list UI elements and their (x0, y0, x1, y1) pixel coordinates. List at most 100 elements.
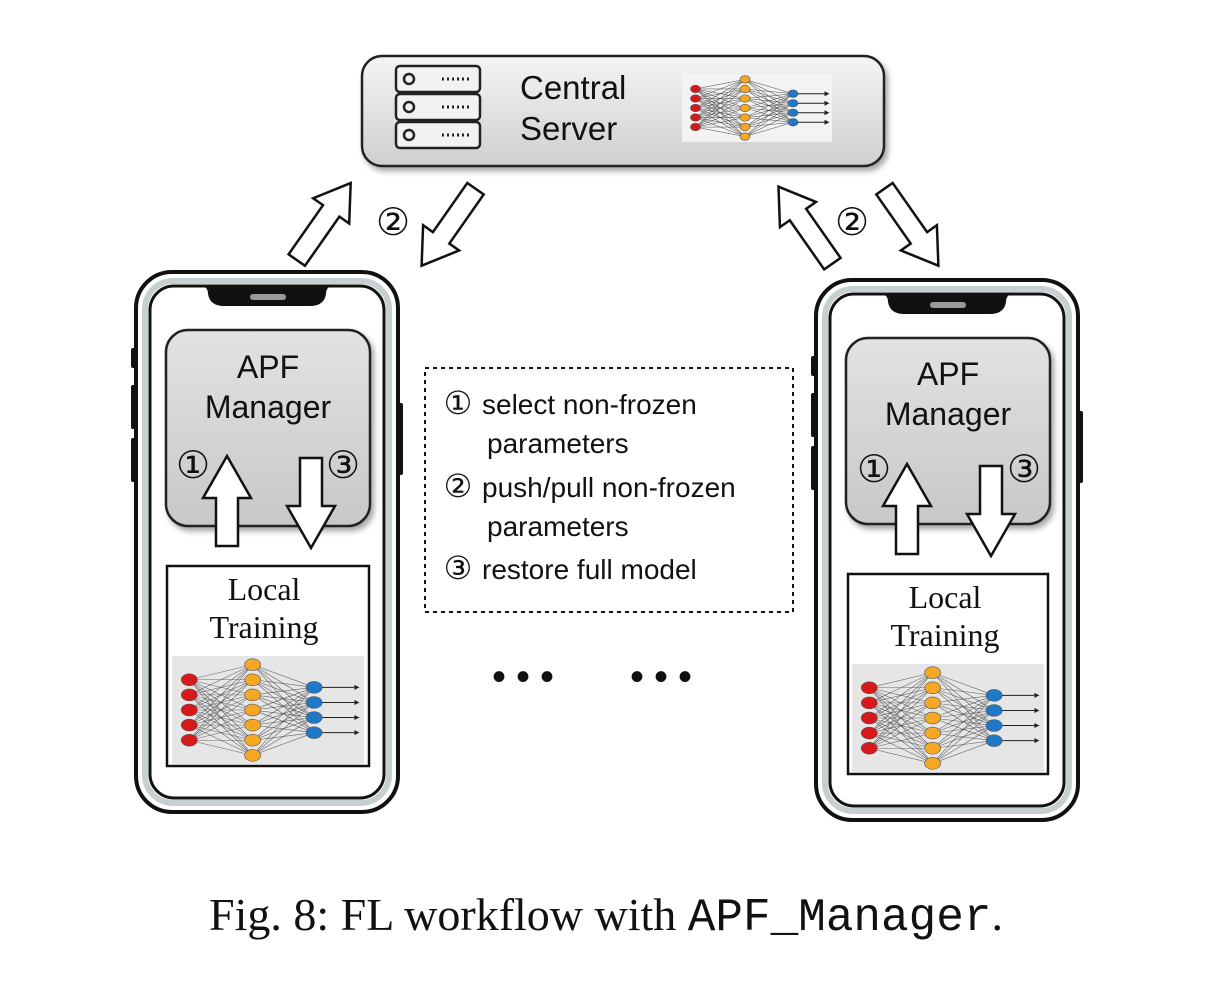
output-node (305, 726, 323, 739)
network-edge (869, 687, 933, 749)
network-edge (869, 672, 933, 719)
network-edge (869, 672, 933, 734)
network-edge (744, 102, 794, 137)
network-edge (744, 93, 794, 109)
hidden-node (739, 94, 751, 103)
apf-manager-box-right: APF Manager (844, 336, 1052, 526)
output-arrowhead (824, 91, 830, 97)
network-edge (189, 664, 253, 711)
output-node (985, 719, 1003, 732)
local-training-panel-left: Local Training (165, 564, 371, 768)
network-edge (252, 687, 315, 726)
output-node (305, 696, 323, 709)
ellipsis-left: ••• (492, 655, 564, 699)
upload-arrow-right (777, 184, 843, 272)
output-arrowhead (1034, 692, 1040, 698)
network-edge (695, 107, 746, 128)
hidden-node (244, 703, 261, 717)
network-edge (744, 121, 794, 137)
local-training-label-line1: Local (909, 579, 982, 615)
output-node (985, 689, 1003, 702)
upload-arrow-left (286, 181, 352, 268)
network-edge (252, 687, 315, 711)
network-edge (932, 710, 995, 764)
server-label-line2: Server (520, 110, 617, 147)
figure-caption: Fig. 8: FL workflow with APF_Manager. (0, 888, 1212, 944)
legend-marker: ③ (444, 550, 473, 586)
network-edge (695, 126, 746, 137)
caption-suffix: . (991, 889, 1003, 940)
network-edge (189, 694, 253, 741)
network-edge (252, 687, 315, 741)
hidden-node (924, 696, 941, 710)
ellipsis-right: ••• (630, 655, 702, 699)
network-edge (189, 724, 253, 741)
hidden-node (244, 688, 261, 702)
apf-manager-label-line2: Manager (885, 396, 1012, 432)
server-neural-network-icon (682, 74, 832, 142)
output-arrowhead (824, 110, 830, 116)
network-edge (695, 79, 746, 90)
network-edge (695, 117, 746, 128)
network-edge (695, 98, 746, 128)
server-label-line1: Central (520, 69, 626, 106)
input-node (860, 696, 878, 710)
output-arrowhead (354, 730, 360, 736)
apf-manager-label-line1: APF (917, 356, 979, 392)
output-node (305, 681, 323, 694)
network-edge (252, 717, 315, 756)
hidden-node (924, 726, 941, 740)
local-model-network-left (172, 656, 364, 764)
network-edge (932, 687, 995, 696)
network-edge (695, 79, 746, 128)
input-node (860, 726, 878, 740)
output-node (787, 99, 799, 108)
hidden-node (739, 103, 751, 113)
apf-manager-label-line2: Manager (205, 389, 332, 425)
legend-text-line1: restore full model (482, 554, 697, 585)
hidden-node (924, 666, 941, 679)
local-training-label-line2: Training (890, 617, 999, 653)
apf-manager-label-line1: APF (237, 349, 299, 385)
step1-marker-right: ① (857, 449, 891, 491)
input-node (690, 103, 701, 113)
caption-prefix: Fig. 8: FL workflow with (209, 889, 688, 940)
step2-marker-right: ② (835, 202, 869, 244)
network-edge (932, 695, 995, 734)
network-edge (744, 79, 794, 95)
network-edge (744, 93, 794, 118)
legend-text-line2: parameters (487, 511, 629, 542)
network-edge (695, 79, 746, 118)
network-edge (869, 702, 933, 749)
network-edge (252, 687, 315, 756)
hidden-node (739, 84, 751, 94)
network-edge (744, 88, 794, 95)
server-rack-icon (394, 64, 482, 150)
network-edge (744, 93, 794, 137)
network-edge (932, 740, 995, 764)
network-edge (252, 702, 315, 756)
output-arrowhead (354, 715, 360, 721)
input-node (180, 688, 198, 702)
network-edge (252, 687, 315, 696)
network-edge (252, 732, 315, 756)
hidden-node (739, 113, 751, 122)
input-node (690, 94, 701, 103)
apf-manager-box-left: APF Manager (164, 328, 372, 528)
output-node (787, 89, 799, 98)
legend-text-line1: select non-frozen (482, 389, 697, 420)
legend-item: ② push/pull non-frozen parameters (444, 468, 736, 542)
input-node (860, 681, 878, 695)
hidden-node (244, 673, 261, 687)
output-node (985, 704, 1003, 717)
input-node (690, 113, 701, 122)
output-arrowhead (824, 100, 830, 106)
step1-marker-left: ① (176, 445, 210, 487)
input-node (180, 733, 198, 747)
network-edge (869, 672, 933, 689)
input-node (180, 673, 198, 687)
network-edge (869, 747, 933, 764)
input-node (690, 84, 701, 94)
output-node (787, 108, 799, 117)
output-node (787, 118, 799, 127)
